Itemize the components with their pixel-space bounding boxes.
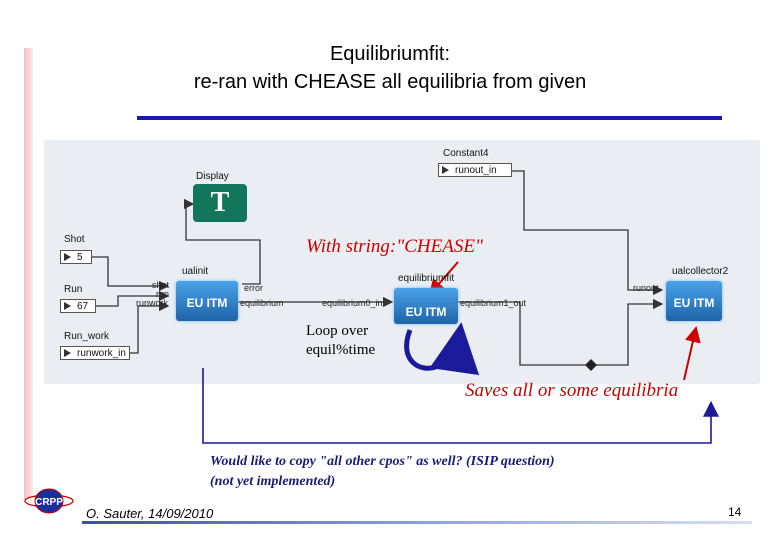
svg-text:CRPP: CRPP	[35, 497, 63, 508]
play-triangle-icon	[442, 166, 449, 174]
equilibriumfit-label: equilibriumfit	[398, 273, 455, 284]
display-actor[interactable]: T	[193, 184, 247, 222]
equilibriumfit-actor[interactable]: EU ITM	[394, 288, 458, 324]
play-triangle-icon	[64, 349, 71, 357]
loop-line-1: Loop over	[306, 323, 369, 339]
play-triangle-icon	[64, 253, 71, 261]
title-underline	[137, 116, 722, 120]
display-label: Display	[196, 171, 229, 182]
shot-input[interactable]: 5	[60, 250, 92, 264]
ualinit-port-runwork: runwork	[136, 298, 169, 308]
equilibriumfit-port-out: equilibrium1_out	[460, 298, 527, 308]
constant4-input[interactable]: runout_in	[438, 163, 512, 177]
run-input[interactable]: 67	[60, 299, 96, 313]
run-work-value: runwork_in	[77, 348, 126, 359]
play-triangle-icon	[64, 302, 71, 310]
slide-title: Equilibriumfit: re-ran with CHEASE all e…	[60, 40, 720, 96]
ualcollector2-box-text: EU ITM	[673, 296, 715, 310]
loop-annotation: Loop over equil%time	[306, 322, 375, 360]
crpp-logo: CRPP	[24, 488, 74, 514]
ualinit-port-run: run	[156, 289, 170, 299]
ualinit-port-error: error	[244, 283, 264, 293]
equilibriumfit-box-text: EU ITM	[405, 305, 447, 319]
title-line-1: Equilibriumfit:	[329, 43, 451, 65]
ualcollector2-label: ualcollector2	[672, 266, 729, 277]
ualcollector2-port-runout: runout	[633, 283, 659, 293]
footer-rule	[82, 521, 752, 524]
shot-label: Shot	[64, 234, 85, 245]
would-like-line-2: (not yet implemented)	[210, 474, 336, 489]
would-like-line-1: Would like to copy "all other cpos" as w…	[210, 454, 555, 469]
equilibriumfit-port-in: equilibrium0_in	[322, 298, 383, 308]
run-label: Run	[64, 284, 83, 295]
page-number: 14	[728, 505, 742, 519]
title-line-2: re-ran with CHEASE all equilibria from g…	[193, 71, 587, 93]
run-work-label: Run_work	[64, 331, 110, 342]
would-like-annotation: Would like to copy "all other cpos" as w…	[210, 452, 555, 492]
ualinit-port-shot: shot	[152, 280, 170, 290]
ualinit-box-text: EU ITM	[186, 296, 228, 310]
left-accent-bar	[24, 48, 33, 500]
saves-annotation: Saves all or some equilibria	[465, 380, 679, 401]
shot-value: 5	[77, 252, 83, 263]
loop-line-2: equil%time	[306, 342, 376, 358]
ualinit-actor[interactable]: EU ITM	[176, 281, 238, 321]
with-string-annotation: With string:"CHEASE"	[306, 236, 483, 257]
footer-author: O. Sauter, 14/09/2010	[86, 506, 214, 521]
workflow-diagram-panel	[44, 140, 760, 384]
constant4-label: Constant4	[443, 148, 489, 159]
run-work-input[interactable]: runwork_in	[60, 346, 130, 360]
ualinit-label: ualinit	[182, 266, 209, 277]
run-value: 67	[77, 301, 89, 312]
display-t-icon: T	[210, 187, 230, 218]
constant4-value: runout_in	[455, 165, 497, 176]
ualcollector2-actor[interactable]: EU ITM	[666, 281, 722, 321]
ualinit-port-equilibrium: equilibrium	[240, 298, 284, 308]
